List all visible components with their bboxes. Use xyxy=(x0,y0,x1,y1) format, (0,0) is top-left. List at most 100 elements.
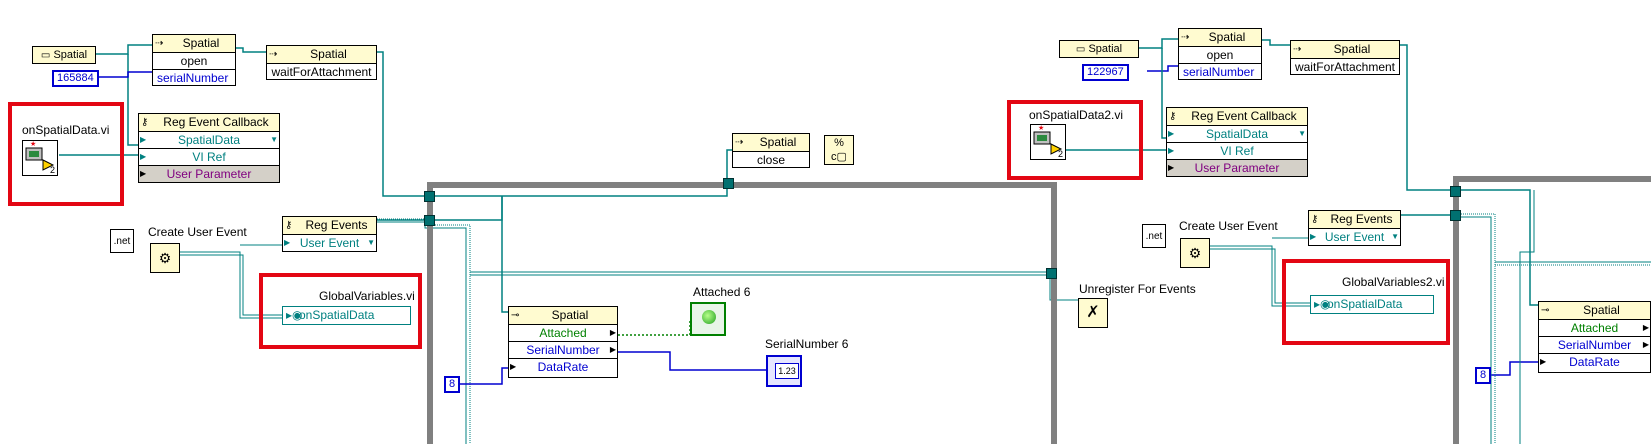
loop-tunnel xyxy=(424,191,435,202)
create-user-event-node-2[interactable]: ⚙ xyxy=(1180,238,1210,268)
serial-number-param: serialNumber xyxy=(153,69,235,86)
callback-vi-icon-2[interactable]: ★ 2 xyxy=(1030,124,1066,160)
serial-number-constant[interactable]: 165884 xyxy=(52,70,99,87)
open-node-title: Spatial xyxy=(182,36,220,50)
refnum-icon: ▭ xyxy=(40,50,51,61)
callback-event: SpatialData xyxy=(177,133,241,147)
open-node-title: Spatial xyxy=(1208,30,1246,44)
callback-vi-label: onSpatialData.vi xyxy=(22,123,110,137)
prop-data-rate: DataRate xyxy=(537,360,589,374)
serial-number-constant-2[interactable]: 122967 xyxy=(1082,64,1129,81)
dropdown-icon[interactable]: ▼ xyxy=(1298,129,1306,138)
reg-events-title: Reg Events xyxy=(1330,212,1393,226)
close-node-title: Spatial xyxy=(759,135,797,149)
callback-vi-icon[interactable]: ★ 2 xyxy=(22,140,58,176)
reg-events-title: Reg Events xyxy=(305,218,368,232)
create-user-event-label: Create User Event xyxy=(148,225,247,239)
property-node-title: Spatial xyxy=(1583,303,1620,317)
callback-vi-ref: VI Ref xyxy=(1220,144,1254,158)
property-node[interactable]: ⊸Spatial Attached▶ SerialNumber▶ ▶DataRa… xyxy=(508,306,618,378)
invoke-icon: ⇢ xyxy=(735,137,744,148)
global-term-label: onSpatialData xyxy=(299,308,375,322)
property-node-2[interactable]: ⊸Spatial Attached▶ SerialNumber▶ ▶DataRa… xyxy=(1538,301,1651,373)
dropdown-icon[interactable]: ▼ xyxy=(270,135,278,144)
global-icon: ▸◉ xyxy=(286,308,303,322)
wait-method: waitForAttachment xyxy=(1294,60,1396,74)
spatial-refnum-constant-2[interactable]: ▭ Spatial xyxy=(1059,40,1139,58)
callback-vi-ref: VI Ref xyxy=(192,150,226,164)
invoke-icon: ⇢ xyxy=(1181,32,1190,43)
attached-indicator-label: Attached 6 xyxy=(693,285,751,299)
loop-tunnel xyxy=(1046,268,1057,279)
attached-led-indicator[interactable] xyxy=(690,302,726,336)
create-user-event-label-2: Create User Event xyxy=(1179,219,1278,233)
callback-vi-label-2: onSpatialData2.vi xyxy=(1029,108,1124,122)
highlight-box xyxy=(1282,259,1450,345)
unregister-label: Unregister For Events xyxy=(1079,282,1196,296)
global-vi-label-2: GlobalVariables2.vi xyxy=(1342,275,1445,289)
dotnet-icon: .net xyxy=(110,229,134,253)
while-loop-right[interactable] xyxy=(1453,176,1651,444)
reg-events-event: User Event xyxy=(1324,230,1385,244)
global-variable-terminal[interactable]: ▸◉ onSpatialData xyxy=(282,306,411,325)
reg-callback-title: Reg Event Callback xyxy=(163,115,269,129)
highlight-box xyxy=(8,102,124,206)
wait-method: waitForAttachment xyxy=(271,65,372,79)
close-invoke-node[interactable]: ⇢Spatial close xyxy=(732,133,810,168)
loop-tunnel xyxy=(723,178,734,189)
open-invoke-node-2[interactable]: ⇢Spatial open serialNumber xyxy=(1178,28,1262,80)
global-icon: ▸◉ xyxy=(1314,297,1331,311)
invoke-icon: ⇢ xyxy=(1293,44,1302,55)
highlight-box xyxy=(259,273,422,349)
global-term-label: onSpatialData xyxy=(1327,297,1403,311)
dropdown-icon[interactable]: ▼ xyxy=(1391,232,1399,241)
serial-indicator-label: SerialNumber 6 xyxy=(765,337,849,351)
open-invoke-node[interactable]: ⇢ Spatial open serialNumber xyxy=(152,34,236,86)
while-loop-left[interactable] xyxy=(427,182,1057,444)
loop-tunnel xyxy=(1450,210,1461,221)
refnum-label: Spatial xyxy=(1088,43,1123,55)
data-rate-constant[interactable]: 8 xyxy=(444,376,461,393)
data-rate-constant-2[interactable]: 8 xyxy=(1475,367,1492,384)
vi-icon: ★ xyxy=(25,140,55,171)
refnum-icon: ▭ xyxy=(1075,44,1086,55)
create-user-event-node[interactable]: ⚙ xyxy=(150,243,180,273)
dropdown-icon[interactable]: ▼ xyxy=(367,238,375,247)
loop-tunnel xyxy=(424,215,435,226)
open-method: open xyxy=(1206,48,1234,62)
invoke-icon: ⇢ xyxy=(155,38,164,49)
svg-text:★: ★ xyxy=(1038,125,1044,132)
spatial-refnum-constant[interactable]: ▭ Spatial xyxy=(32,46,96,64)
global-variable-terminal-2[interactable]: ▸◉ onSpatialData xyxy=(1310,295,1434,314)
reg-callback-title: Reg Event Callback xyxy=(1191,109,1297,123)
net-text: .net xyxy=(1145,231,1163,242)
global-vi-label: GlobalVariables.vi xyxy=(319,289,415,303)
loop-tunnel xyxy=(1450,186,1461,197)
reg-events-icon: ⚷ xyxy=(285,220,293,231)
refnum-label: Spatial xyxy=(53,49,88,61)
callback-user-param: User Parameter xyxy=(166,167,252,181)
callback-user-param: User Parameter xyxy=(1194,161,1280,175)
wait-node-title: Spatial xyxy=(1333,42,1371,56)
prop-data-rate: DataRate xyxy=(1569,355,1620,369)
reg-events-event: User Event xyxy=(299,236,360,250)
reg-events-node-2[interactable]: ⚷Reg Events ▶User Event▼ xyxy=(1308,210,1401,246)
property-icon: ⊸ xyxy=(511,310,520,321)
vi-icon: ★ xyxy=(1033,124,1063,155)
property-icon: ⊸ xyxy=(1541,305,1550,316)
callback-icon: ⚷ xyxy=(141,117,149,128)
wait-invoke-node-2[interactable]: ⇢ Spatial waitForAttachment xyxy=(1290,40,1400,75)
vi-badge: 2 xyxy=(49,165,55,175)
error-handler-icon[interactable]: %c▢ xyxy=(824,135,854,165)
reg-events-node[interactable]: ⚷Reg Events ▶User Event▼ xyxy=(282,216,377,252)
open-method: open xyxy=(180,54,208,68)
serial-numeric-indicator[interactable]: 1.23 xyxy=(766,355,802,387)
unregister-node[interactable]: ✗ xyxy=(1078,298,1108,328)
vi-badge: 2 xyxy=(1057,149,1063,159)
reg-event-callback-node[interactable]: ⚷Reg Event Callback ▶SpatialData▼ ▶VI Re… xyxy=(138,113,280,183)
indicator-value: 1.23 xyxy=(775,363,799,379)
callback-event: SpatialData xyxy=(1205,127,1269,141)
wait-invoke-node[interactable]: ⇢Spatial waitForAttachment xyxy=(266,45,377,80)
reg-event-callback-node-2[interactable]: ⚷Reg Event Callback ▶SpatialData▼ ▶VI Re… xyxy=(1166,107,1308,177)
wait-node-title: Spatial xyxy=(310,47,347,61)
